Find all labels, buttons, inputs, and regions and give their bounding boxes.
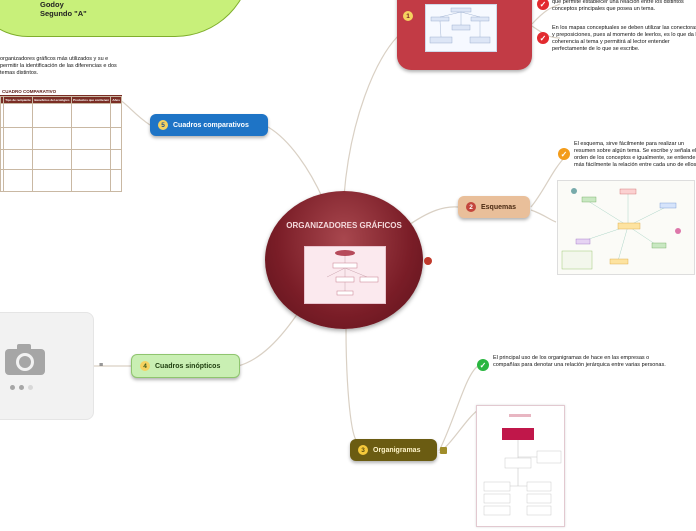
central-topic-title: ORGANIZADORES GRÁFICOS — [286, 221, 402, 230]
branch-organigramas[interactable]: 3 Organigramas — [350, 439, 437, 461]
note-check-green-icon: ✓ — [477, 359, 489, 371]
notes-icon[interactable] — [440, 447, 447, 454]
table-header: Tipo de recipiente — [3, 96, 34, 104]
table-row — [0, 103, 122, 128]
concept-map-thumbnail — [429, 7, 491, 44]
note-mapas-conectoras: En los mapas conceptuales se deben utili… — [552, 25, 696, 52]
note-check-red-icon: ✓ — [537, 32, 549, 44]
table-header: Productos que contienen — [70, 96, 112, 104]
image-dot — [19, 385, 24, 390]
note-mapas-relacion: que permite establecer una relación entr… — [552, 0, 684, 12]
table-header: Beneficios del ecológico — [32, 96, 72, 104]
table-row — [0, 127, 122, 150]
branch-sinopticos-label: Cuadros sinópticos — [155, 362, 221, 370]
note-esquemas: El esquema, sirve fácilmente para realiz… — [574, 141, 696, 168]
note-check-orange-icon: ✓ — [558, 148, 570, 160]
branch-number-4: 4 — [140, 361, 150, 371]
central-topic-image — [304, 246, 386, 304]
note-comparativos: organizadores gráficos más utilizados y … — [0, 56, 117, 76]
branch-esquemas-label: Esquemas — [481, 203, 517, 211]
branch-number-5: 5 — [158, 120, 168, 130]
branch-esquemas[interactable]: 2 Esquemas — [458, 196, 530, 218]
image-placeholder — [0, 312, 94, 420]
branch-comparativos-label: Cuadros comparativos — [173, 121, 249, 129]
camera-icon — [5, 344, 45, 375]
table-row — [0, 149, 122, 170]
mapas-image — [425, 4, 497, 52]
table-row — [0, 169, 122, 192]
table-row: Tipo de recipiente Beneficios del ecológ… — [0, 96, 122, 104]
esquemas-image — [557, 180, 695, 275]
central-topic[interactable]: ORGANIZADORES GRÁFICOS — [265, 191, 423, 329]
author-info: Godoy Segundo "A" — [40, 0, 87, 18]
branch-organigramas-label: Organigramas — [373, 446, 421, 454]
author-name: Godoy — [40, 0, 64, 9]
author-group: Segundo "A" — [40, 9, 87, 18]
attachment-icon[interactable] — [424, 257, 432, 265]
org-chart-thumbnail — [483, 414, 562, 516]
schema-thumbnail — [561, 188, 681, 270]
lines-icon[interactable]: ≡ — [99, 362, 104, 369]
comparison-table-image: CUADRO COMPARATIVO Tipo de recipiente Be… — [0, 88, 122, 194]
branch-number-3: 3 — [358, 445, 368, 455]
comparison-table-title: CUADRO COMPARATIVO — [0, 88, 122, 96]
table-header: Años — [110, 96, 122, 104]
branch-number-2: 2 — [466, 202, 476, 212]
branch-number-1: 1 — [403, 11, 413, 21]
image-dot — [28, 385, 33, 390]
image-dot — [10, 385, 15, 390]
note-organigramas: El principal uso de los organigramas de … — [493, 355, 666, 368]
branch-cuadros-sinopticos[interactable]: 4 Cuadros sinópticos — [131, 354, 240, 378]
comparison-table: Tipo de recipiente Beneficios del ecológ… — [0, 96, 122, 192]
note-check-red-icon: ✓ — [537, 0, 549, 10]
branch-cuadros-comparativos[interactable]: 5 Cuadros comparativos — [150, 114, 268, 136]
organigramas-image — [476, 405, 565, 527]
mini-map-graphic — [326, 250, 379, 296]
branch-mapas-conceptuales[interactable]: 1 — [397, 0, 532, 70]
